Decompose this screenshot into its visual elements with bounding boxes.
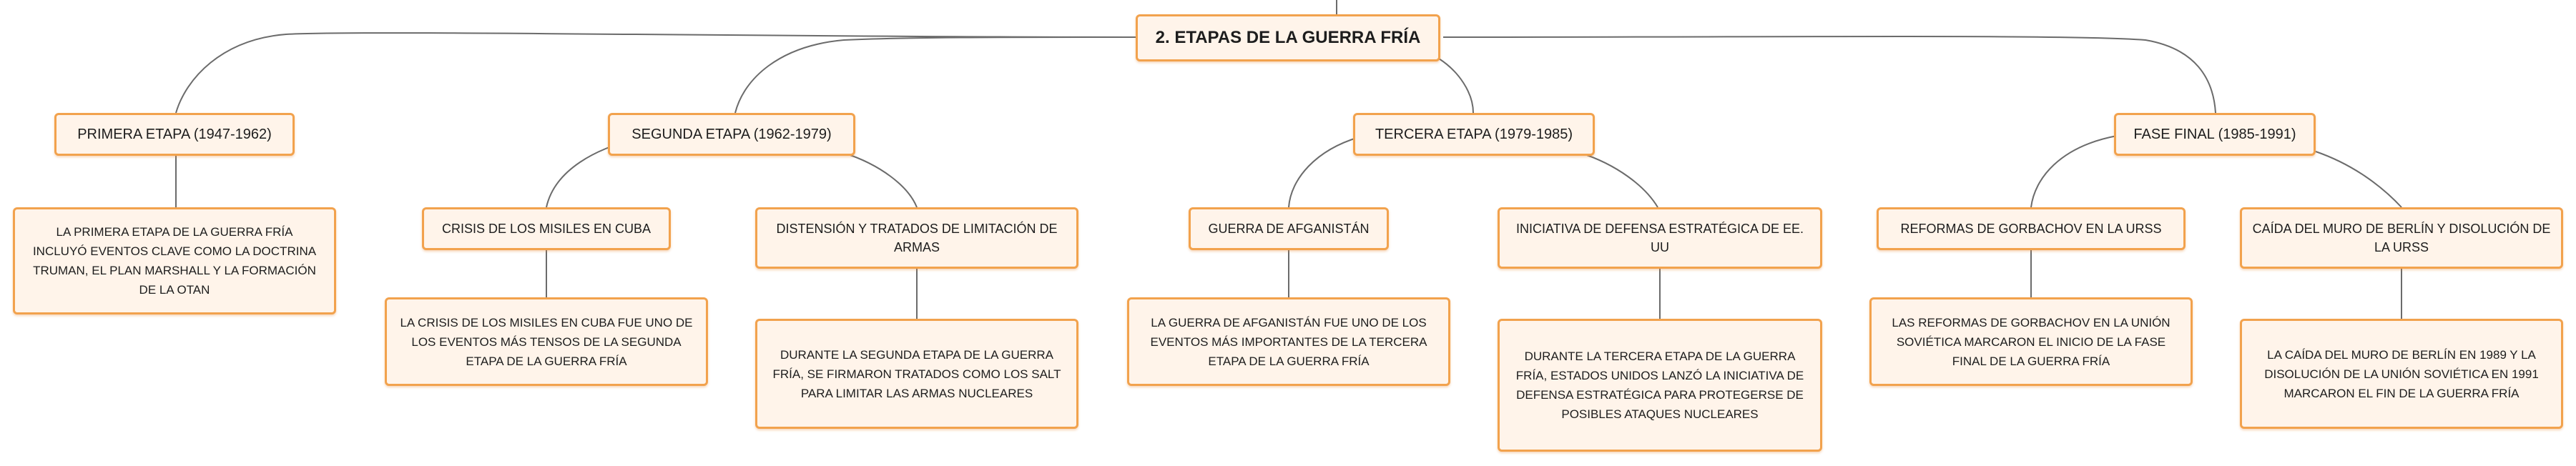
stage-node-4[interactable]: FASE FINAL (1985-1991) bbox=[2114, 113, 2316, 156]
stage-node-2[interactable]: SEGUNDA ETAPA (1962-1979) bbox=[608, 113, 855, 156]
root-node[interactable]: 2. ETAPAS DE LA GUERRA FRÍA bbox=[1136, 14, 1440, 61]
connector-stage-3-topic-2 bbox=[1580, 152, 1658, 208]
topic-node-cuba[interactable]: CRISIS DE LOS MISILES EN CUBA bbox=[422, 207, 671, 250]
connector-stage-2-topic-2 bbox=[843, 152, 918, 208]
connector-root-stage-3 bbox=[1438, 58, 1474, 114]
stage-node-1[interactable]: PRIMERA ETAPA (1947-1962) bbox=[54, 113, 295, 156]
detail-node-defensa[interactable]: DURANTE LA TERCERA ETAPA DE LA GUERRA FR… bbox=[1498, 319, 1822, 452]
topic-node-gorbachov[interactable]: REFORMAS DE GORBACHOV EN LA URSS bbox=[1877, 207, 2186, 250]
connector-root-stage-4 bbox=[1442, 36, 2216, 114]
detail-node-primera-etapa[interactable]: LA PRIMERA ETAPA DE LA GUERRA FRÍA INCLU… bbox=[13, 207, 336, 314]
topic-node-distension[interactable]: DISTENSIÓN Y TRATADOS DE LIMITACIÓN DE A… bbox=[755, 207, 1078, 269]
connector-stage-4-topic-2 bbox=[2315, 151, 2402, 208]
connector-root-stage-1 bbox=[175, 32, 1138, 114]
connector-stage-4-topic-1 bbox=[2030, 135, 2118, 208]
topic-node-defensa[interactable]: INICIATIVA DE DEFENSA ESTRATÉGICA DE EE.… bbox=[1498, 207, 1822, 269]
topic-node-muro[interactable]: CAÍDA DEL MURO DE BERLÍN Y DISOLUCIÓN DE… bbox=[2240, 207, 2563, 269]
detail-node-gorbachov[interactable]: LAS REFORMAS DE GORBACHOV EN LA UNIÓN SO… bbox=[1869, 297, 2193, 386]
connector-stage-3-topic-1 bbox=[1288, 137, 1360, 208]
detail-node-afganistan[interactable]: LA GUERRA DE AFGANISTÁN FUE UNO DE LOS E… bbox=[1127, 297, 1450, 386]
stage-node-3[interactable]: TERCERA ETAPA (1979-1985) bbox=[1353, 113, 1595, 156]
connector-root-stage-2 bbox=[734, 36, 1138, 114]
detail-node-muro[interactable]: LA CAÍDA DEL MURO DE BERLÍN EN 1989 Y LA… bbox=[2240, 319, 2563, 429]
detail-node-distension[interactable]: DURANTE LA SEGUNDA ETAPA DE LA GUERRA FR… bbox=[755, 319, 1078, 429]
topic-node-afganistan[interactable]: GUERRA DE AFGANISTÁN bbox=[1189, 207, 1389, 250]
detail-node-cuba[interactable]: LA CRISIS DE LOS MISILES EN CUBA FUE UNO… bbox=[385, 297, 708, 386]
